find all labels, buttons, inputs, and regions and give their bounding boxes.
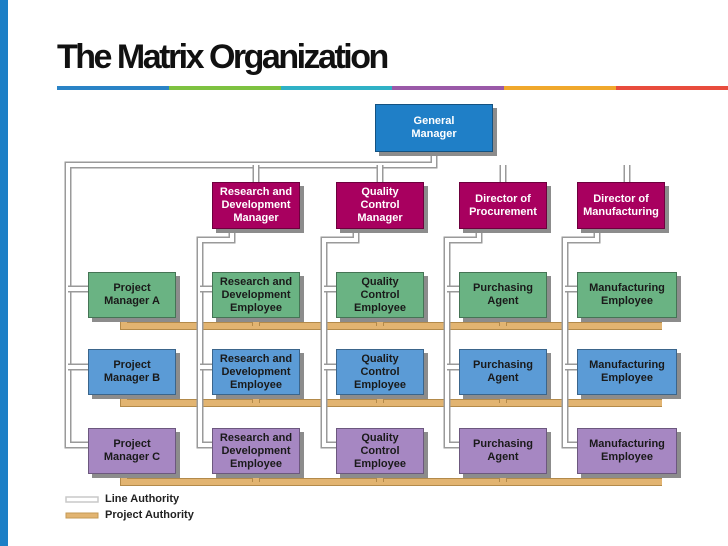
- line-authority-column-inner: [198, 229, 234, 447]
- project-manager-a-box: Project Manager A: [88, 272, 176, 318]
- project-manager-c-box: Project Manager C: [88, 428, 176, 474]
- manufacturing-employee-box: Manufacturing Employee: [577, 428, 677, 474]
- color-stripe: [57, 86, 728, 90]
- project-authority-swatch: [65, 512, 99, 519]
- stripe-segment: [280, 86, 393, 90]
- purchasing-agent-box-label: Purchasing Agent: [473, 359, 533, 384]
- rd-employee-box-label: Research and Development Employee: [219, 275, 293, 314]
- purchasing-agent-box: Purchasing Agent: [459, 349, 547, 395]
- line-authority-main-inner: [66, 156, 436, 447]
- manufacturing-director-box: Director of Manufacturing: [577, 182, 665, 229]
- rd-employee-box: Research and Development Employee: [212, 349, 300, 395]
- project-manager-c-box-label: Project Manager C: [103, 438, 161, 463]
- rd-employee-box-label: Research and Development Employee: [219, 431, 293, 470]
- rd-manager-box-label: Research and Development Manager: [219, 186, 293, 224]
- stripe-segment: [168, 86, 281, 90]
- manufacturing-director-box-label: Director of Manufacturing: [583, 192, 659, 218]
- project-manager-b-box-label: Project Manager B: [103, 359, 161, 384]
- line-authority-column-inner: [563, 229, 599, 447]
- manufacturing-employee-box-label: Manufacturing Employee: [589, 282, 665, 307]
- accent-bar: [0, 0, 8, 546]
- rd-employee-box-label: Research and Development Employee: [219, 352, 293, 391]
- qc-manager-box: Quality Control Manager: [336, 182, 424, 229]
- procurement-director-box-label: Director of Procurement: [469, 192, 537, 218]
- rd-employee-box: Research and Development Employee: [212, 272, 300, 318]
- qc-employee-box: Quality Control Employee: [336, 272, 424, 318]
- purchasing-agent-box-label: Purchasing Agent: [473, 282, 533, 307]
- legend-project-authority: Project Authority: [105, 509, 194, 521]
- line-authority-column-inner: [445, 229, 481, 447]
- manufacturing-employee-box: Manufacturing Employee: [577, 349, 677, 395]
- qc-employee-box-label: Quality Control Employee: [354, 431, 406, 470]
- line-authority-column-inner: [322, 229, 358, 447]
- qc-employee-box: Quality Control Employee: [336, 349, 424, 395]
- rd-employee-box: Research and Development Employee: [212, 428, 300, 474]
- manufacturing-employee-box-label: Manufacturing Employee: [589, 438, 665, 463]
- manufacturing-employee-box-label: Manufacturing Employee: [589, 359, 665, 384]
- procurement-director-box: Director of Procurement: [459, 182, 547, 229]
- purchasing-agent-box: Purchasing Agent: [459, 272, 547, 318]
- stripe-segment: [616, 86, 728, 90]
- line-authority-swatch: [65, 496, 99, 503]
- general-manager-box-label: General Manager: [411, 115, 457, 140]
- qc-employee-box: Quality Control Employee: [336, 428, 424, 474]
- qc-manager-box-label: Quality Control Manager: [357, 186, 403, 224]
- general-manager-box: General Manager: [375, 104, 493, 152]
- project-manager-b-box: Project Manager B: [88, 349, 176, 395]
- rd-manager-box: Research and Development Manager: [212, 182, 300, 229]
- legend-line-authority: Line Authority: [105, 493, 180, 505]
- stripe-segment: [57, 86, 169, 90]
- project-manager-a-box-label: Project Manager A: [104, 282, 160, 307]
- qc-employee-box-label: Quality Control Employee: [354, 352, 406, 391]
- slide-title: The Matrix Organization: [57, 38, 389, 76]
- qc-employee-box-label: Quality Control Employee: [354, 275, 406, 314]
- purchasing-agent-box: Purchasing Agent: [459, 428, 547, 474]
- stripe-segment: [392, 86, 505, 90]
- stripe-segment: [504, 86, 617, 90]
- manufacturing-employee-box: Manufacturing Employee: [577, 272, 677, 318]
- purchasing-agent-box-label: Purchasing Agent: [473, 438, 533, 463]
